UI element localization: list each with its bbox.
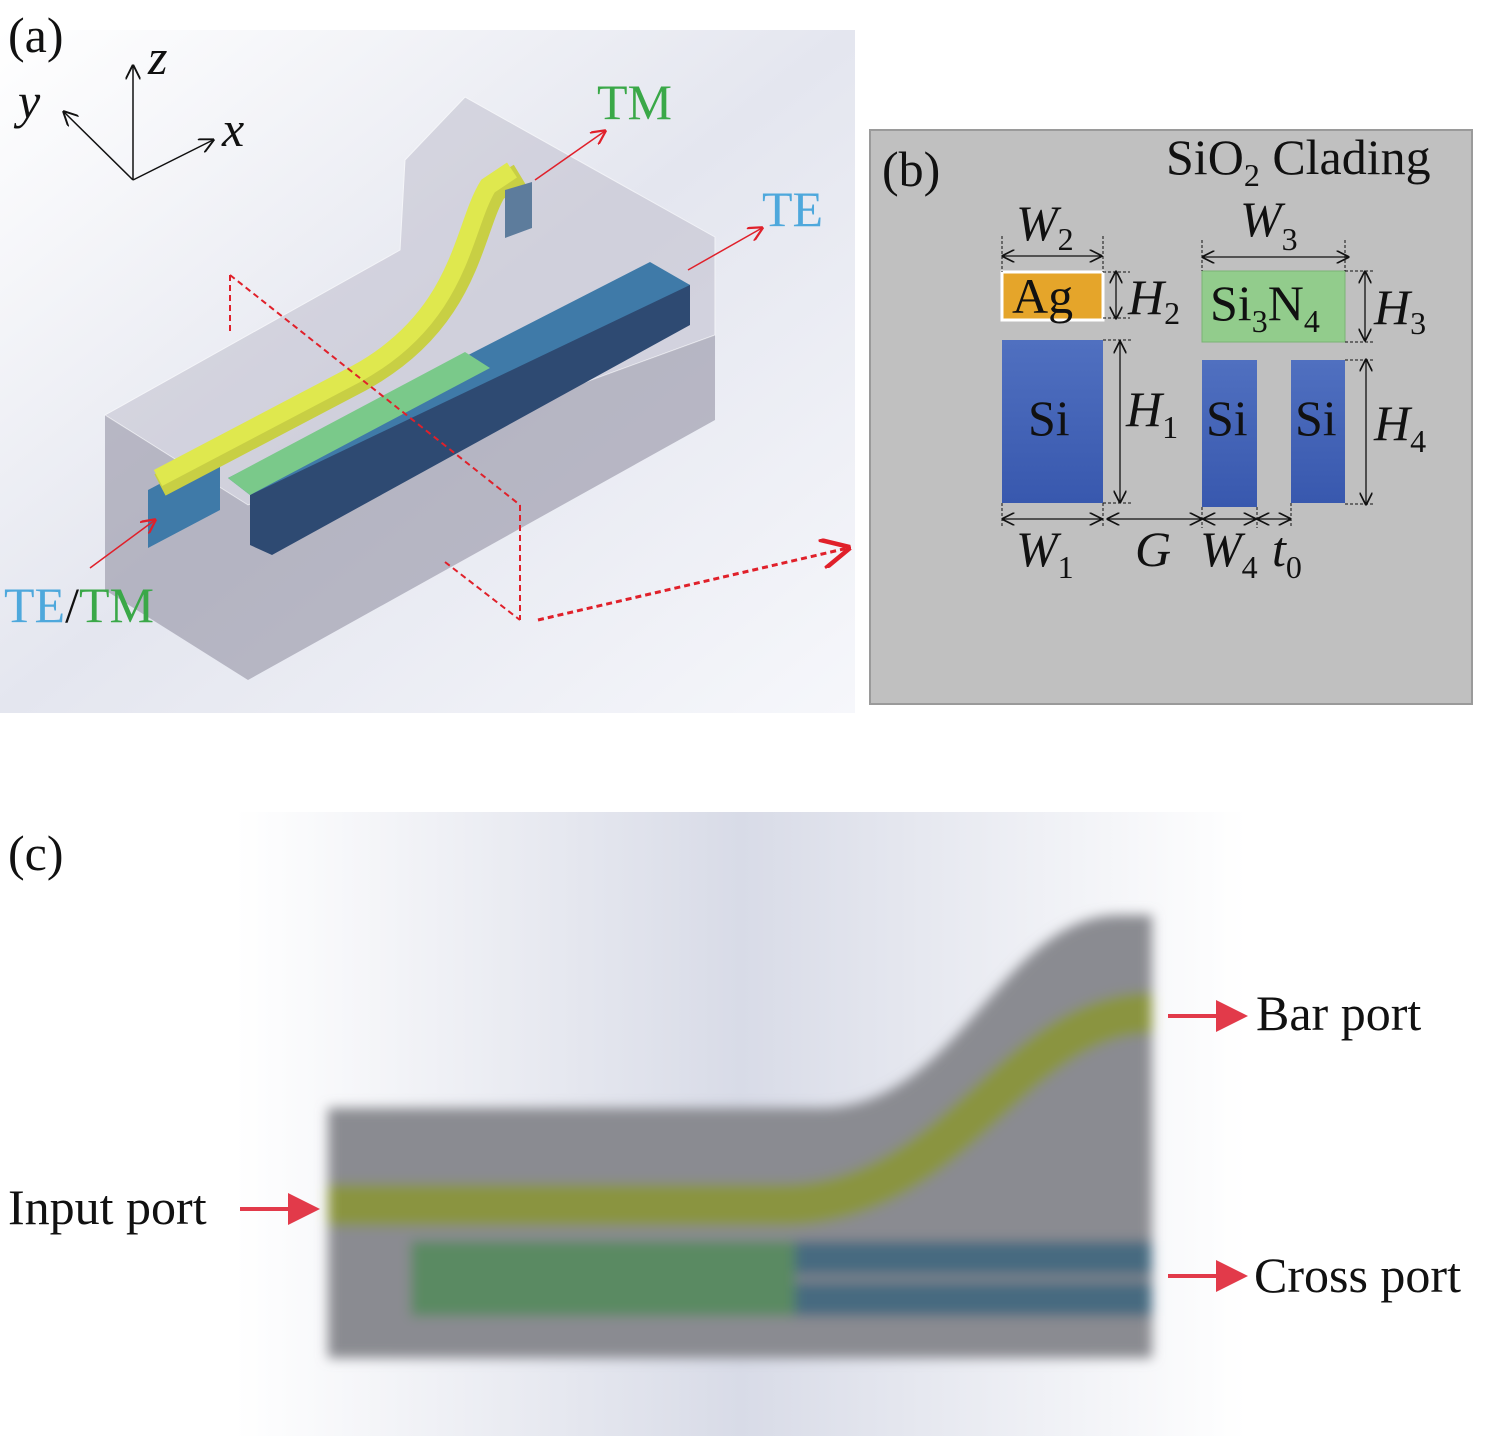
panel-b-label: (b): [882, 141, 940, 197]
dim-w2-base: W: [1016, 195, 1062, 251]
cladding-rest: Clading: [1260, 129, 1431, 185]
axis-y-label: y: [13, 73, 41, 129]
ag-label: Ag: [1012, 268, 1073, 324]
dim-h4: H4: [1373, 395, 1426, 459]
dim-w2-sub: 2: [1058, 221, 1074, 257]
dim-h1-sub: 1: [1162, 409, 1178, 445]
dim-w3-base: W: [1240, 191, 1286, 247]
si3n4-4: 4: [1304, 303, 1320, 339]
si-waveguide-3: [1291, 360, 1345, 503]
ag-bend-sidewall: [505, 182, 532, 238]
dim-t0-sub: 0: [1286, 549, 1302, 585]
dimension-lines: [1001, 236, 1375, 528]
panel-c-label: (c): [8, 825, 64, 881]
dim-h2-sub: 2: [1164, 295, 1180, 331]
si3n4-strip: [228, 352, 490, 495]
si3n4-n: N: [1268, 275, 1304, 331]
si-waveguide-1: [1002, 340, 1103, 503]
dim-w4-sub: 4: [1242, 549, 1258, 585]
panel-c: (c) Input port Bar port Cross port: [8, 812, 1461, 1436]
dim-h1: H1: [1125, 381, 1178, 445]
si-waveguide-2: [1202, 360, 1257, 507]
panel-a-label: (a): [8, 7, 64, 63]
bar-port-label: Bar port: [1256, 985, 1421, 1041]
axes-icon: [64, 66, 213, 181]
dim-w2: W2: [1016, 195, 1074, 257]
dim-h3: H3: [1373, 279, 1426, 341]
input-arrow: [89, 520, 155, 569]
dim-h4-base: H: [1373, 395, 1413, 451]
cladding-sub: 2: [1244, 157, 1260, 193]
si-label-3: Si: [1295, 390, 1337, 446]
input-slash: /: [65, 577, 79, 633]
si3n4-layer: [1201, 270, 1346, 343]
ag-strip-top: [153, 162, 517, 486]
top-view-device: [328, 915, 1153, 1358]
si3n4-3: 3: [1252, 303, 1268, 339]
input-mode-label: TE/TM: [4, 577, 154, 633]
si-label-2: Si: [1206, 390, 1248, 446]
te-output-arrow: [687, 228, 762, 271]
dim-w3: W3: [1240, 191, 1298, 257]
axis-z-label: z: [147, 29, 167, 85]
dim-h3-sub: 3: [1410, 305, 1426, 341]
substrate-slab: [105, 335, 715, 680]
dim-h4-sub: 4: [1410, 423, 1426, 459]
input-tm-label: TM: [79, 577, 154, 633]
dim-h2: H2: [1127, 269, 1180, 331]
si-bus-waveguide: [250, 275, 690, 555]
si3n4-si: Si: [1210, 275, 1252, 331]
input-port-label: Input port: [8, 1179, 207, 1235]
dim-h1-base: H: [1125, 381, 1165, 437]
si-label-1: Si: [1028, 390, 1070, 446]
tm-output-arrow: [534, 131, 605, 181]
dim-w4: W4: [1200, 521, 1258, 585]
dim-w1-base: W: [1016, 521, 1062, 577]
dim-h2-base: H: [1127, 269, 1167, 325]
dim-t0: t0: [1272, 521, 1302, 585]
cross-port-label: Cross port: [1254, 1247, 1461, 1303]
panel-b: (b) SiO2 Clading Ag Si3N4 Si Si Si: [869, 129, 1473, 705]
dim-h3-base: H: [1373, 279, 1413, 335]
ag-layer: [1000, 270, 1105, 322]
dim-w3-sub: 3: [1282, 221, 1298, 257]
axis-x-label: x: [221, 101, 244, 157]
dim-w4-base: W: [1200, 521, 1246, 577]
panel-a: (a) z y x TM TE TE/: [0, 7, 855, 713]
cladding-base: SiO: [1166, 129, 1244, 185]
dim-t0-base: t: [1272, 521, 1287, 577]
te-output-label: TE: [762, 181, 823, 237]
input-te-label: TE: [4, 577, 65, 633]
si3n4-label: Si3N4: [1210, 275, 1320, 339]
tm-output-label: TM: [597, 74, 672, 130]
dim-w1: W1: [1016, 521, 1074, 585]
dim-g: G: [1135, 521, 1171, 577]
cladding-label: SiO2 Clading: [1166, 129, 1431, 193]
cross-section-plane: [229, 274, 848, 622]
dim-w1-sub: 1: [1058, 549, 1074, 585]
